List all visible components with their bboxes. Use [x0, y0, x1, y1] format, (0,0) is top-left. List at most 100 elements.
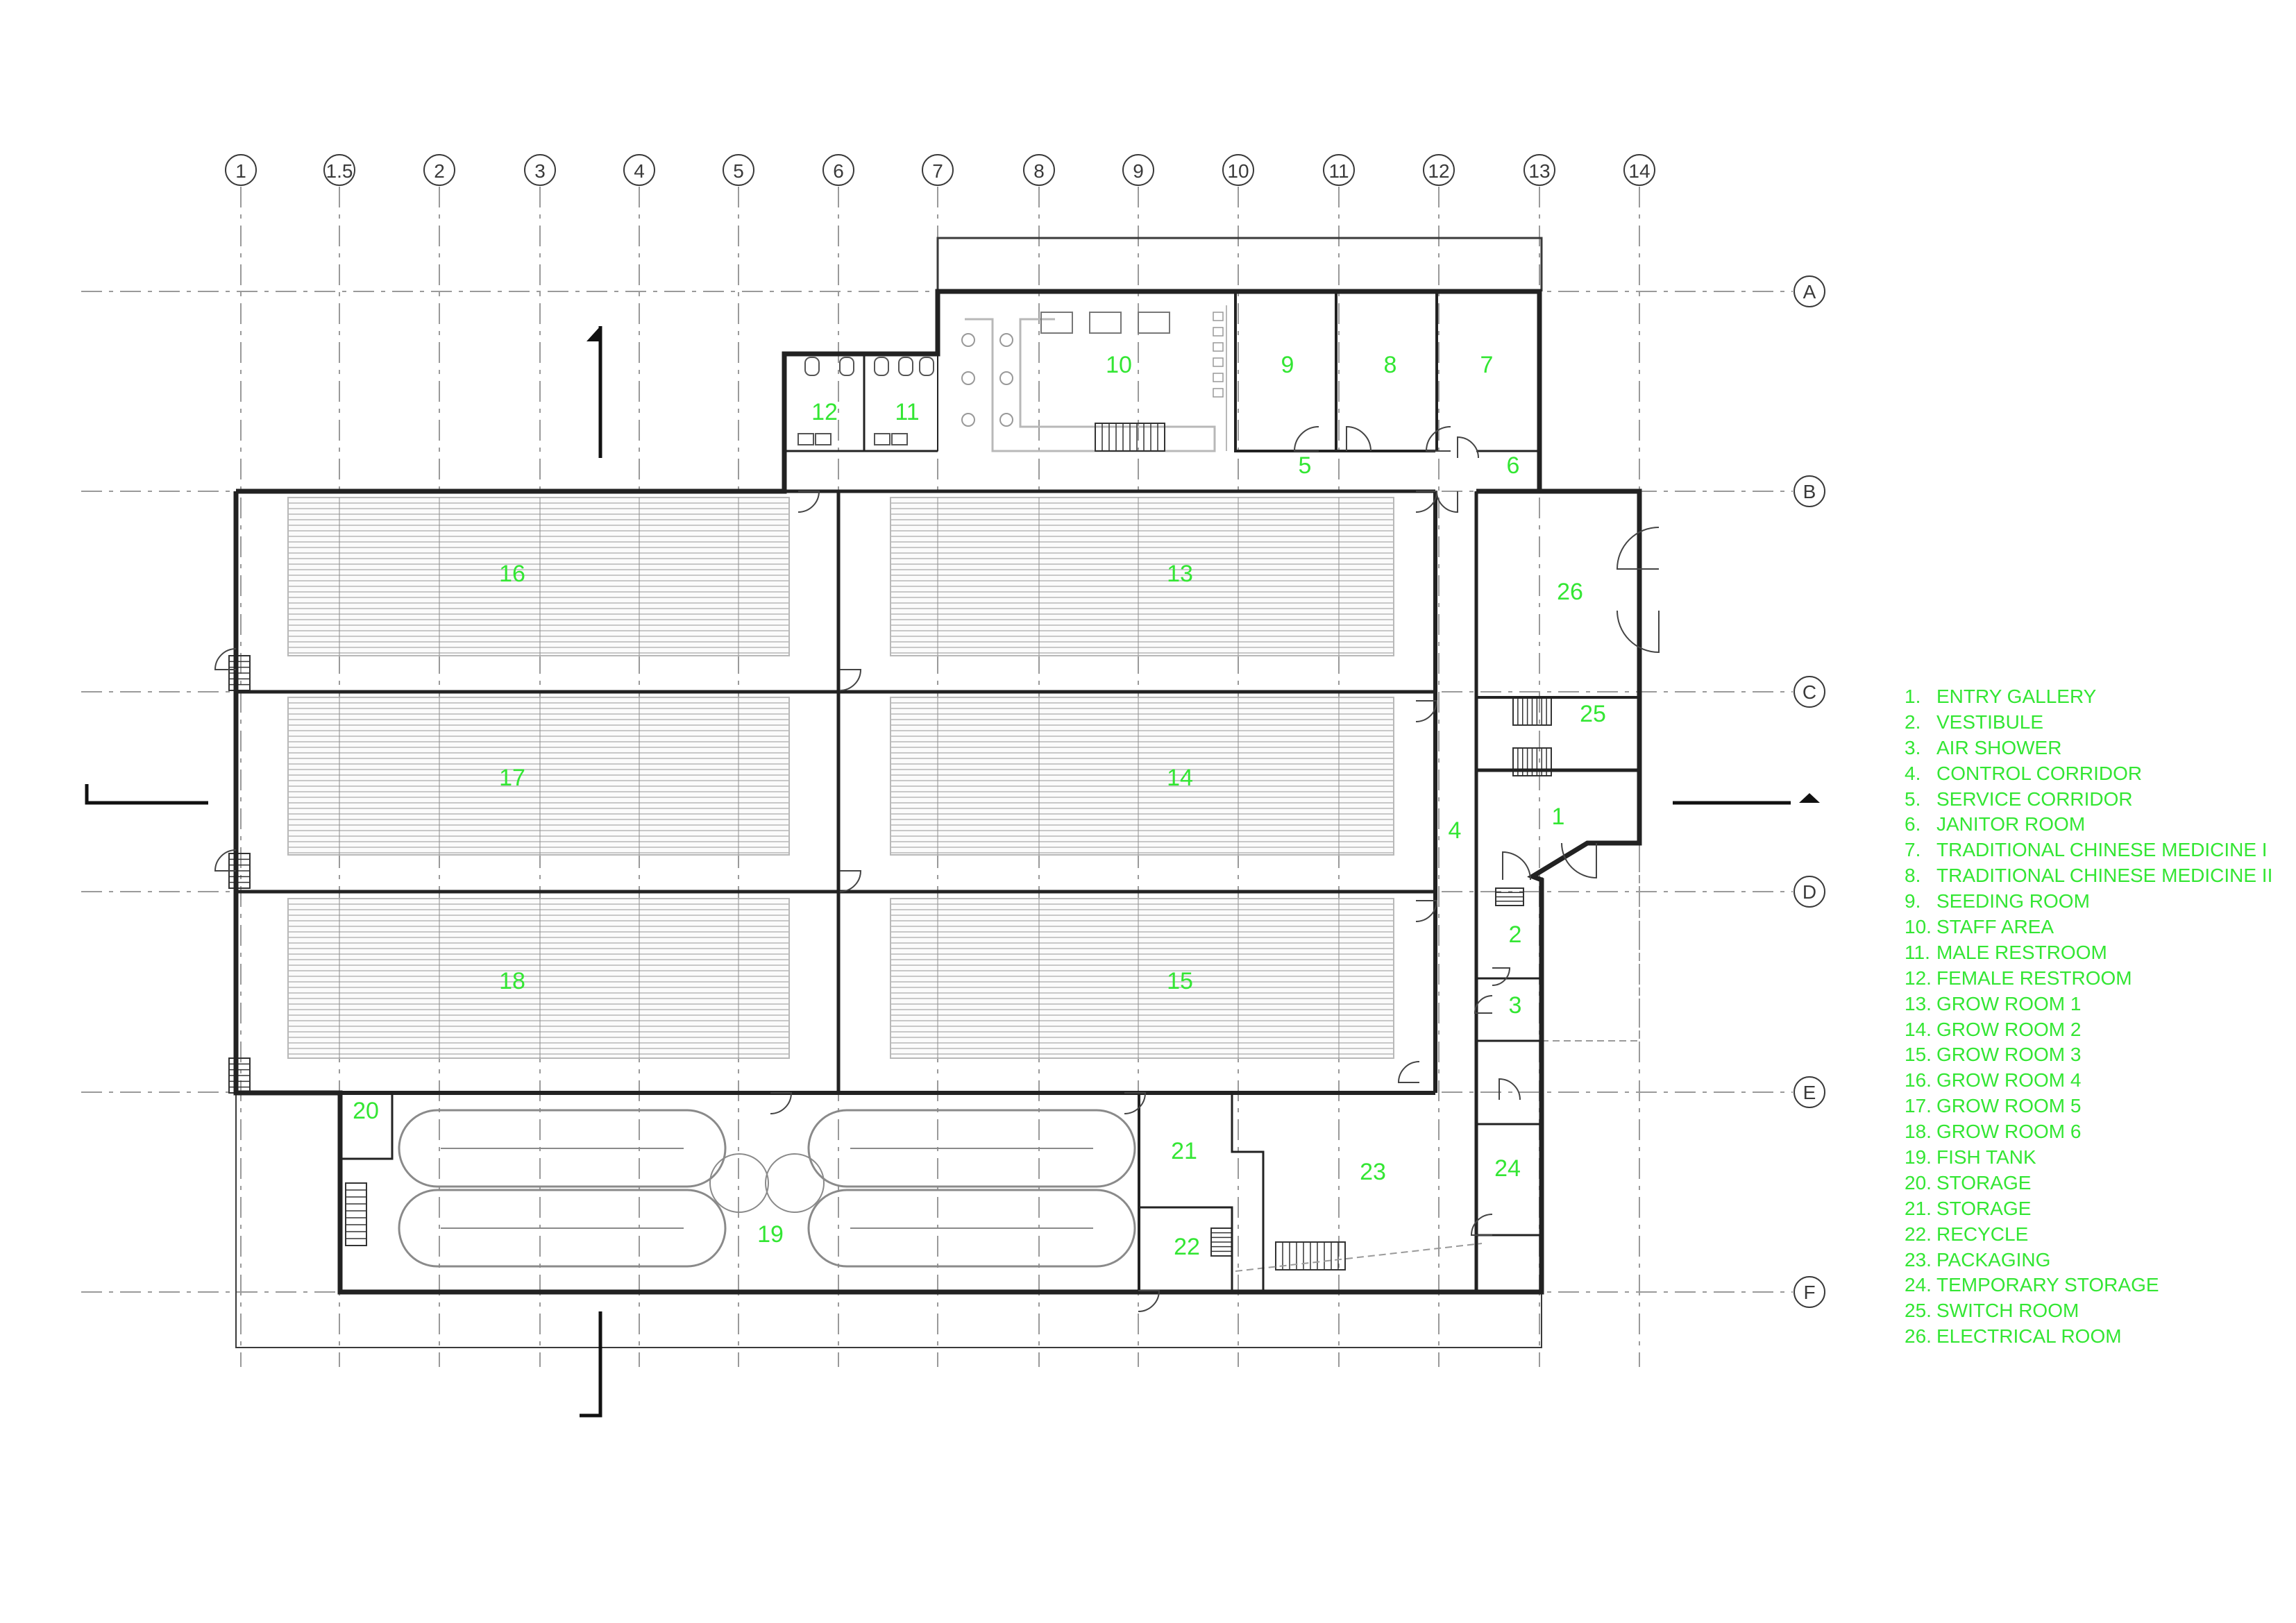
- door-fish: [770, 1092, 793, 1114]
- legend-item: 26.ELECTRICAL ROOM: [1905, 1324, 2272, 1350]
- chair: [999, 413, 1013, 427]
- legend-item: 6. JANITOR ROOM: [1905, 812, 2272, 838]
- room-label-6: 6: [1507, 452, 1520, 479]
- legend-room-name: GROW ROOM 1: [1936, 992, 2082, 1014]
- grid-column-label: 4: [634, 160, 645, 182]
- door-tcm-2: [1346, 425, 1371, 452]
- grid-bubble: [1793, 275, 1825, 307]
- grid-row-label: A: [1803, 281, 1816, 303]
- room-label-15: 15: [1167, 968, 1193, 994]
- legend-room-name: GROW ROOM 5: [1936, 1095, 2082, 1117]
- chair: [961, 371, 975, 385]
- shelf-item: [1213, 388, 1224, 398]
- legend-number: 7.: [1905, 839, 1921, 861]
- legend-number: 22.: [1905, 1223, 1932, 1245]
- room-label-26: 26: [1557, 579, 1583, 605]
- legend-room-name: CONTROL CORRIDOR: [1936, 762, 2143, 784]
- legend-item: 5.SERVICE CORRIDOR: [1905, 787, 2272, 813]
- room-label-14: 14: [1167, 765, 1193, 791]
- legend-room-name: FISH TANK: [1936, 1146, 2036, 1169]
- legend-item: 15.GROW ROOM 3: [1905, 1042, 2272, 1068]
- section-marker-arrow: [586, 326, 600, 341]
- grid-bubble: [1523, 154, 1555, 186]
- grid-column-label: 7: [932, 160, 943, 182]
- door-recycle: [1138, 1290, 1160, 1312]
- section-marker-west: [85, 784, 208, 805]
- door-grow-16: [214, 648, 237, 670]
- shelf-item: [1213, 342, 1224, 352]
- shelf-item: [1213, 357, 1224, 367]
- legend-item: 25.SWITCH ROOM: [1905, 1298, 2272, 1324]
- legend-number: 4.: [1905, 762, 1921, 784]
- legend-item: 3.AIR SHOWER: [1905, 736, 2272, 761]
- legend-item: 12.FEMALE RESTROOM: [1905, 966, 2272, 992]
- door-grow-13b: [839, 669, 862, 691]
- room-label-23: 23: [1360, 1159, 1386, 1185]
- legend-room-name: GROW ROOM 6: [1936, 1121, 2082, 1143]
- desk: [1089, 312, 1122, 334]
- storage-20-wall: [340, 1093, 394, 1160]
- legend-item: 14.GROW ROOM 2: [1905, 1017, 2272, 1043]
- door-entry: [1502, 851, 1531, 881]
- grid-column-label: 11: [1328, 160, 1349, 182]
- chair: [999, 371, 1013, 385]
- room-label-20: 20: [353, 1098, 379, 1124]
- legend-number: 26.: [1905, 1325, 1932, 1348]
- door-seeding: [1293, 426, 1319, 452]
- legend-room-name: SEEDING ROOM: [1936, 890, 2090, 912]
- door-air-shower: [1474, 995, 1493, 1014]
- room-label-2: 2: [1509, 921, 1522, 948]
- door-temp-storage: [1470, 1214, 1493, 1236]
- canopy-outline: [936, 237, 1543, 291]
- legend-number: 25.: [1905, 1300, 1932, 1322]
- grow-rack: [890, 898, 1394, 1059]
- legend-room-name: GROW ROOM 4: [1936, 1069, 2082, 1091]
- grid-row-label: B: [1803, 481, 1816, 502]
- fish-tank: [807, 1109, 1136, 1188]
- grid-column-label: 8: [1033, 160, 1045, 182]
- dashed-guide: [1235, 1243, 1483, 1272]
- legend-number: 24.: [1905, 1274, 1932, 1296]
- legend-room-name: GROW ROOM 2: [1936, 1018, 2082, 1040]
- grid-bubble: [1793, 1276, 1825, 1308]
- legend-room-name: STORAGE: [1936, 1197, 2032, 1219]
- legend-room-name: JANITOR ROOM: [1936, 813, 2086, 835]
- grid-column-label: 3: [534, 160, 546, 182]
- room-label-11: 11: [895, 399, 919, 425]
- legend-room-name: SWITCH ROOM: [1936, 1300, 2079, 1322]
- grid-bubble: [723, 154, 754, 186]
- grid-column-label: 1.5: [326, 160, 353, 182]
- door-temp: [1499, 1078, 1521, 1101]
- legend-number: 6.: [1905, 813, 1921, 835]
- room-label-25: 25: [1580, 701, 1606, 727]
- door-tcm-1: [1425, 426, 1451, 452]
- seeding-wall: [1234, 291, 1435, 452]
- grid-bubble: [1793, 475, 1825, 507]
- entry-canopy-outline: [1542, 843, 1640, 1042]
- grid-bubble: [423, 154, 455, 186]
- legend-number: 14.: [1905, 1018, 1932, 1040]
- room-label-1: 1: [1552, 804, 1565, 830]
- legend-item: 18.GROW ROOM 6: [1905, 1119, 2272, 1145]
- sink: [891, 433, 908, 445]
- door-grow-15b: [1397, 1061, 1420, 1083]
- legend-room-name: ELECTRICAL ROOM: [1936, 1325, 2122, 1348]
- grid-row-label: D: [1803, 881, 1816, 903]
- room-label-21: 21: [1171, 1138, 1197, 1164]
- legend-item: 22.RECYCLE: [1905, 1222, 2272, 1248]
- legend-room-name: SERVICE CORRIDOR: [1936, 788, 2133, 810]
- legend-item: 9.SEEDING ROOM: [1905, 889, 2272, 915]
- section-marker-east-arrow: [1799, 793, 1820, 803]
- legend-item: 20.STORAGE: [1905, 1171, 2272, 1196]
- grid-column-label: 6: [833, 160, 844, 182]
- legend-room-name: RECYCLE: [1936, 1223, 2029, 1245]
- grow-rack: [890, 697, 1394, 856]
- room-label-12: 12: [811, 399, 838, 425]
- room-label-22: 22: [1174, 1234, 1200, 1260]
- legend-item: 4. CONTROL CORRIDOR: [1905, 761, 2272, 787]
- fish-tank: [398, 1109, 727, 1188]
- grid-column-label: 13: [1528, 160, 1550, 182]
- grid-column-label: 5: [733, 160, 744, 182]
